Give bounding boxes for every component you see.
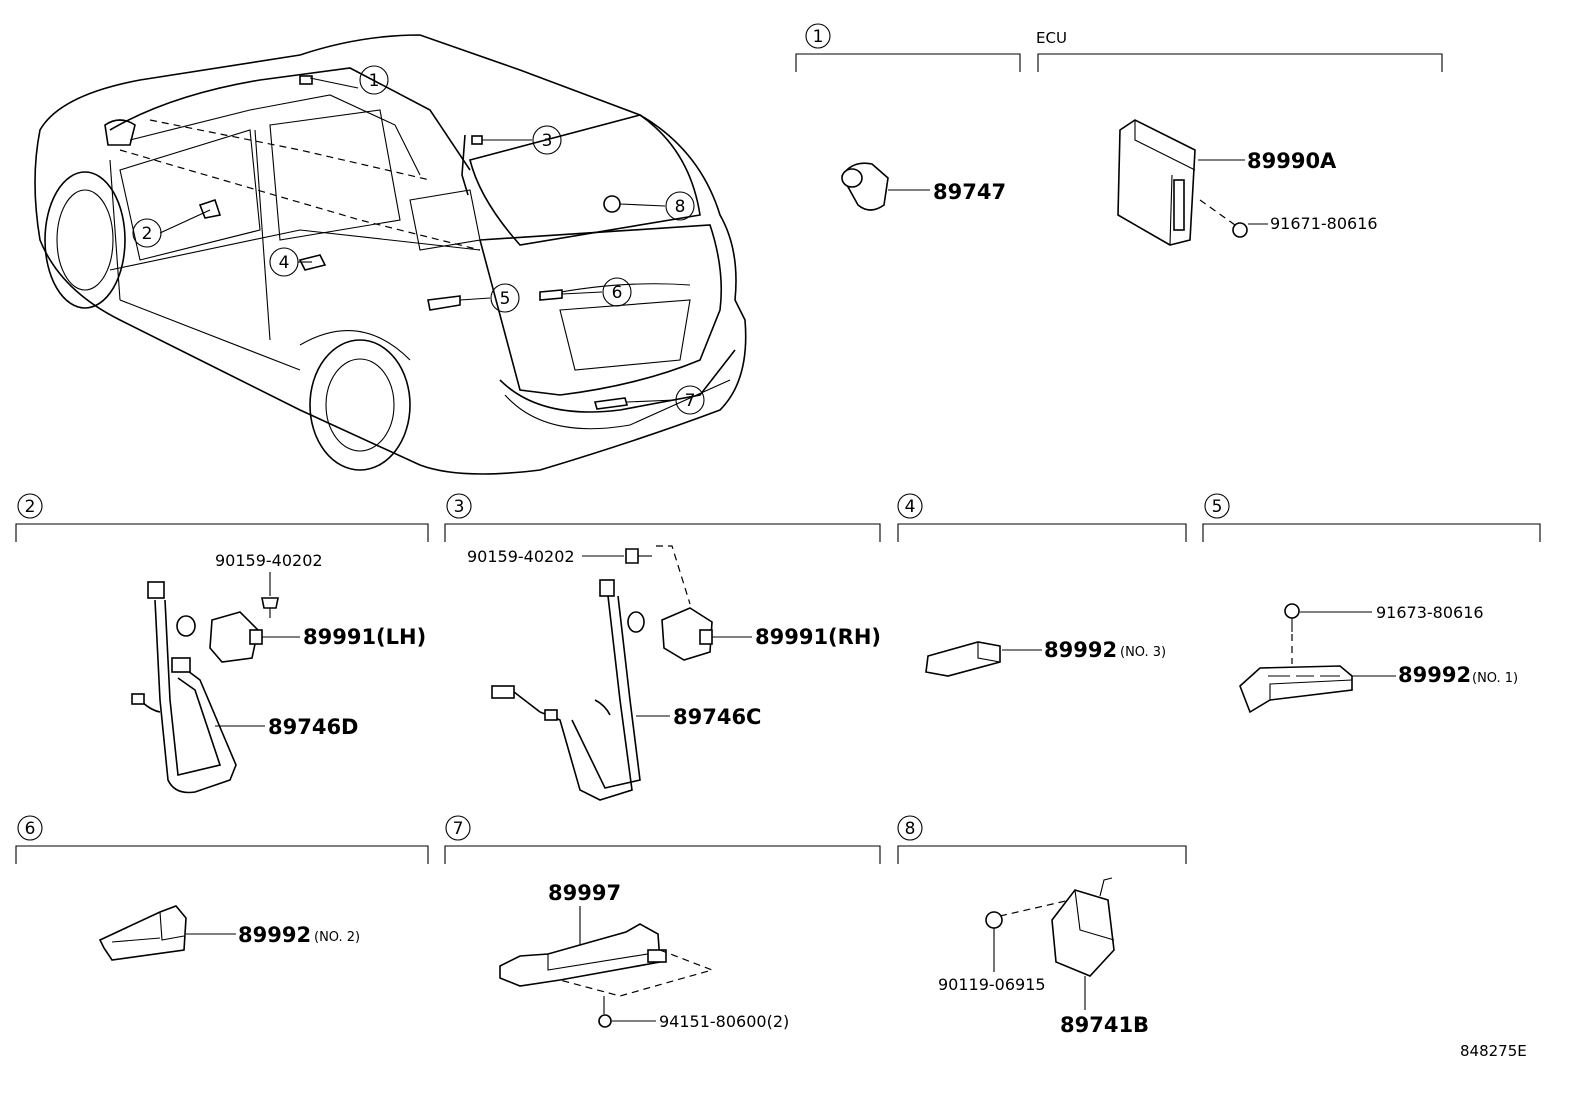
ecu-label: ECU	[1036, 29, 1067, 47]
diagram-id: 848275E	[1460, 1042, 1527, 1060]
section-6: 6 89992 (NO. 2)	[15, 815, 429, 961]
section-4-number: 4	[905, 497, 916, 517]
callout-1	[359, 65, 389, 95]
part-89747: 89747	[933, 180, 1006, 204]
part-91673-80616: 91673-80616	[1376, 603, 1484, 622]
callout-5-text: 5	[500, 289, 511, 309]
callout-2-text: 2	[142, 224, 153, 244]
section-6-badge	[17, 815, 43, 841]
part-89741B: 89741B	[1060, 1013, 1149, 1037]
part-90119-06915: 90119-06915	[938, 975, 1046, 994]
section-4: 4 89992 (NO. 3)	[897, 493, 1187, 677]
section-3: 3 90159-40202 89991(RH) 89746C	[444, 493, 881, 801]
part-89991-rh: 89991(RH)	[755, 625, 881, 649]
section-4-badge	[897, 493, 923, 519]
part-89997: 89997	[548, 881, 621, 905]
note-no1: (NO. 1)	[1472, 671, 1518, 686]
section-1-number: 1	[813, 27, 824, 47]
section-2-badge	[17, 493, 43, 519]
part-90159-40202-lh: 90159-40202	[215, 551, 323, 570]
section-2: 2 90159-40202 89991(LH) 89746D	[15, 493, 429, 794]
callout-4	[269, 247, 299, 277]
section-8-badge	[897, 815, 923, 841]
part-89746C: 89746C	[673, 705, 761, 729]
section-3-badge	[446, 493, 472, 519]
callout-2	[132, 218, 162, 248]
part-94151-80600: 94151-80600(2)	[659, 1012, 789, 1031]
section-7-number: 7	[453, 819, 464, 839]
part-89991-lh: 89991(LH)	[303, 625, 426, 649]
part-90159-40202-rh: 90159-40202	[467, 547, 575, 566]
part-89992-no3: 89992	[1044, 638, 1117, 662]
section-5-number: 5	[1212, 497, 1223, 517]
section-8: 8 90119-06915 89741B	[897, 815, 1187, 1037]
callout-5	[490, 283, 520, 313]
section-1-badge	[805, 23, 831, 49]
callout-4-text: 4	[279, 253, 290, 273]
part-91671-80616: 91671-80616	[1270, 214, 1378, 233]
callout-6-text: 6	[612, 283, 623, 303]
section-8-number: 8	[905, 819, 916, 839]
note-no2: (NO. 2)	[314, 930, 360, 945]
part-89746D: 89746D	[268, 715, 359, 739]
section-6-number: 6	[25, 819, 36, 839]
part-89992-no2: 89992	[238, 923, 311, 947]
section-2-number: 2	[25, 497, 36, 517]
callout-7-text: 7	[685, 391, 696, 411]
callout-8-text: 8	[675, 197, 686, 217]
part-89992-no1: 89992	[1398, 663, 1471, 687]
callout-8	[665, 191, 695, 221]
section-5-badge	[1204, 493, 1230, 519]
callout-6	[602, 277, 632, 307]
section-7: 7 89997 94151-80600(2)	[444, 815, 881, 1031]
overview-callouts: 1 2 3 4 5 6 7 8	[132, 65, 705, 415]
callout-1-text: 1	[369, 71, 380, 91]
section-3-number: 3	[454, 497, 465, 517]
callout-3-text: 3	[542, 131, 553, 151]
part-89990A: 89990A	[1247, 149, 1337, 173]
section-1: 1 89747	[795, 23, 1021, 211]
vehicle-overview	[34, 34, 747, 475]
section-5: 5 91673-80616 89992 (NO. 1)	[1202, 493, 1541, 714]
callout-3	[532, 125, 562, 155]
section-ecu: ECU 89990A 91671-80616	[1036, 29, 1443, 246]
callout-7	[675, 385, 705, 415]
section-7-badge	[445, 815, 471, 841]
note-no3: (NO. 3)	[1120, 645, 1166, 660]
